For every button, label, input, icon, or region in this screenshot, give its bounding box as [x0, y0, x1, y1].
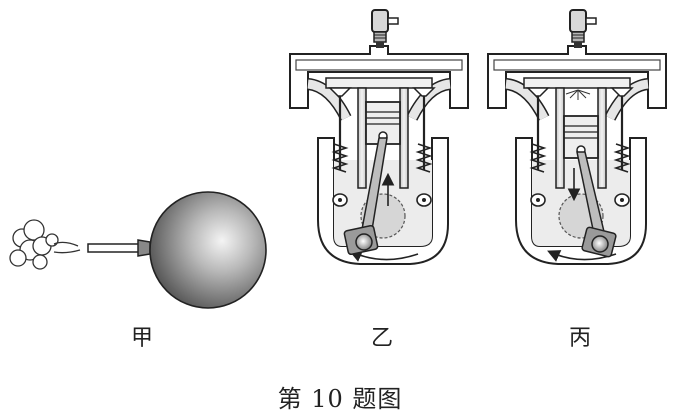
label-jia: 甲: [130, 326, 153, 351]
spark-icon: [565, 89, 591, 100]
balloon-nozzle-tube: [87, 243, 141, 253]
label-yi: 乙: [370, 326, 393, 351]
balloon-neck: [137, 239, 151, 257]
figure-caption: 第 10 题图: [277, 385, 403, 413]
air-puff-icon: [9, 219, 81, 270]
label-bing: 丙: [568, 326, 591, 351]
balloon-icon: [149, 191, 267, 309]
piston: [563, 115, 599, 159]
engine-bing: [488, 10, 666, 264]
balloon-figure: [9, 191, 267, 309]
engine-yi: [290, 10, 468, 264]
